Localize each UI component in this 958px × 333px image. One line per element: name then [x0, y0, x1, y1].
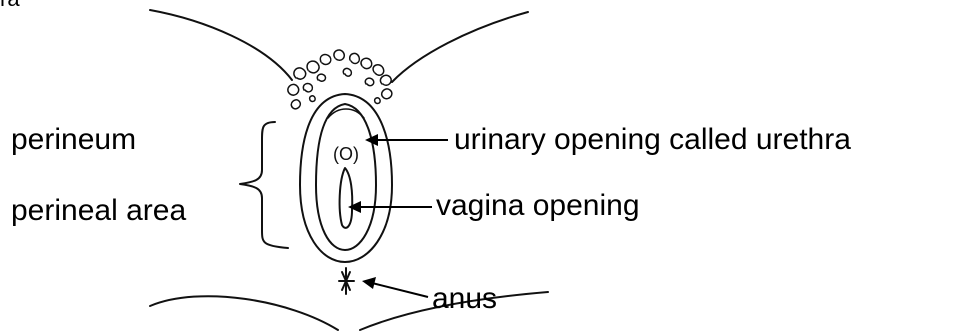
- urethra-label: urinary opening called urethra: [454, 123, 851, 157]
- urethra-arrow: [365, 134, 448, 146]
- perineal-area-label: perineal area: [11, 194, 186, 228]
- vagina-opening-shape: [340, 168, 353, 228]
- outer-labia-outline: [300, 94, 392, 262]
- perineum-label: perineum: [11, 123, 136, 157]
- anus-mark: [339, 268, 354, 294]
- right-thigh-line: [392, 12, 528, 82]
- urethra-mark: (O): [333, 144, 359, 164]
- anus-label: anus: [432, 282, 497, 316]
- pubic-hair-drawing: [288, 50, 392, 109]
- vagina-opening-label: vagina opening: [436, 189, 640, 223]
- perineum-bracket: [240, 122, 288, 248]
- anus-arrow: [362, 277, 428, 297]
- left-thigh-line: [150, 10, 292, 80]
